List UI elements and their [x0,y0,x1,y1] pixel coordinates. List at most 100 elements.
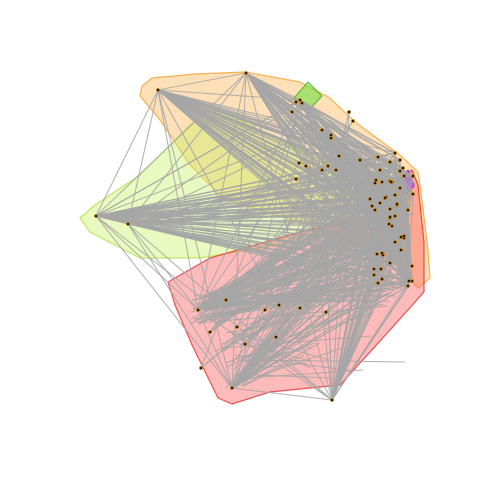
graph-node [383,196,387,200]
graph-edge [245,249,377,375]
graph-edge [299,99,396,154]
graph-edge [305,165,323,171]
graph-node [406,208,410,212]
graph-node [387,222,391,226]
graph-edge [379,167,404,171]
graph-edge [245,72,301,101]
graph-node [399,248,403,252]
graph-edge [241,281,402,374]
graph-node [196,308,200,312]
graph-edge [157,72,247,91]
graph-edge [253,231,315,342]
graph-node [370,204,374,208]
graph-edge [127,223,233,389]
graph-edge [388,170,401,225]
graph-edge [226,302,361,368]
graph-node [274,335,278,339]
graph-edge [385,175,405,198]
graph-node [393,151,397,155]
graph-edge [321,120,354,171]
graph-node [379,267,383,271]
graph-node [388,215,392,219]
graph-edge [218,207,403,298]
graph-node [402,234,406,238]
graph-node [290,110,294,114]
graph-node [378,201,382,205]
graph-node [208,330,212,334]
graph-edge [245,72,381,171]
graph-edge [197,72,247,311]
graph-edge [299,99,401,161]
graph-edge [127,223,199,311]
graph-node [372,267,376,271]
graph-edge [228,330,330,361]
graph-node [390,224,394,228]
graph-node [388,207,392,211]
graph-edge [359,159,398,205]
graph-node [406,284,410,288]
graph-node [411,174,415,178]
graph-node [297,161,301,165]
graph-edge [379,161,391,171]
graph-node [156,88,160,92]
graph-edge [243,359,406,363]
graph-edge [305,165,393,227]
graph-edge [218,218,358,323]
graph-edge [209,219,342,296]
graph-node [368,197,372,201]
graph-edge [381,181,386,199]
graph-edge [225,303,385,334]
graph-node [407,279,411,283]
graph-edge [200,203,398,369]
graph-edges [95,72,415,401]
graph-edge [95,101,297,217]
graph-node [329,136,333,140]
graph-node [94,214,98,218]
graph-edge [233,369,364,380]
graph-edge [217,234,365,296]
graph-node [393,193,397,197]
graph-edge [209,237,401,305]
graph-edge [211,289,351,301]
graph-edge [237,273,393,342]
graph-node [398,169,402,173]
graph-node [374,178,378,182]
graph-edge [197,129,323,311]
graph-edge [204,283,401,308]
graph-edge [382,159,401,256]
graph-edge [241,342,321,387]
graph-node [326,164,330,168]
graph-edge [389,161,414,195]
graph-edge [373,197,386,276]
graph-edge [403,175,410,282]
graph-edge [299,99,361,161]
graph-edge [249,347,343,380]
graph-node [263,308,267,312]
graph-edge [295,178,377,181]
graph-edge [231,387,333,401]
graph-edge [242,346,312,363]
graph-node [393,214,397,218]
graph-edge [202,219,354,324]
graph-node [298,306,302,310]
graph-edge [192,214,401,302]
graph-node [373,208,377,212]
graph-edge [295,101,323,171]
graph-node [330,398,334,402]
graph-node [375,252,379,256]
graph-edge [95,129,323,217]
graph-node [411,192,415,196]
graph-node [337,154,341,158]
graph-node [378,168,382,172]
graph-node [243,342,247,346]
graph-node [294,100,298,104]
graph-node [388,160,392,164]
graph-node [410,264,414,268]
graph-edge [235,230,407,385]
graph-node [277,303,281,307]
graph-edge [232,293,326,345]
graph-edge [220,246,377,346]
graph-edge [331,285,409,401]
graph-node [398,186,402,190]
